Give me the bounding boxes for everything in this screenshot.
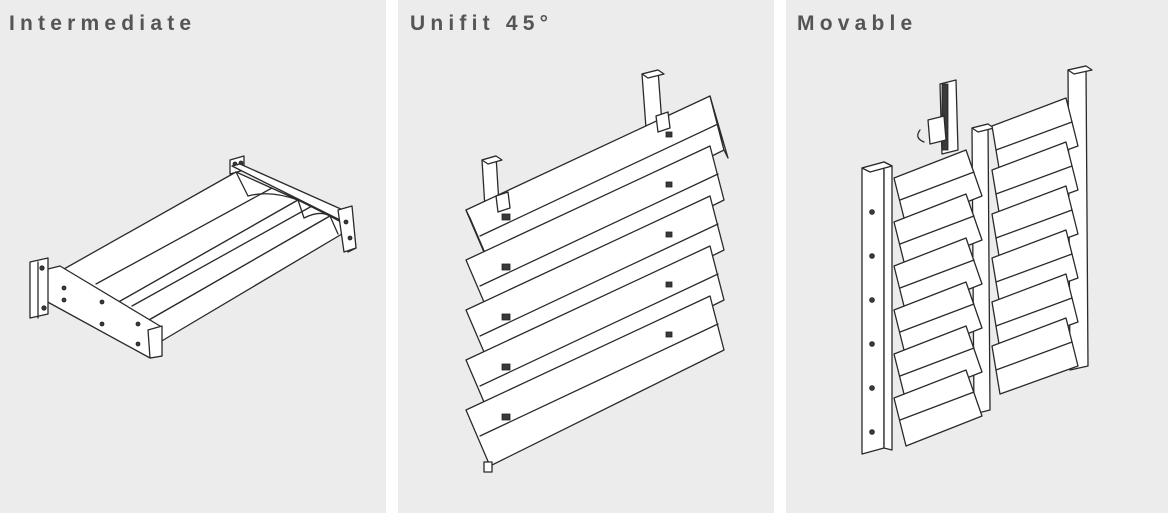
panel-unifit-45[interactable]: Unifit 45° xyxy=(398,0,774,513)
panel-title: Intermediate xyxy=(9,12,197,35)
intermediate-louvre-drawing xyxy=(29,155,357,359)
panel-title: Unifit 45° xyxy=(410,12,554,35)
panel-intermediate[interactable]: Intermediate xyxy=(0,0,386,513)
unifit-45-louvre-drawing xyxy=(465,69,729,473)
movable-louvre-drawing xyxy=(861,65,1093,455)
panel-title: Movable xyxy=(797,12,918,35)
panel-movable[interactable]: Movable xyxy=(786,0,1168,513)
